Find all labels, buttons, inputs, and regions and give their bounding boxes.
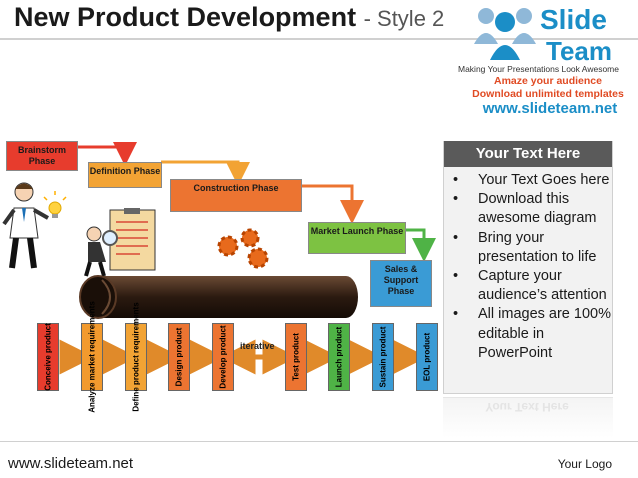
stage-launch-product: Launch product: [328, 323, 350, 391]
phase-construction: Construction Phase: [170, 179, 302, 212]
footer-logo-text: Your Logo: [557, 457, 612, 471]
businessman-idea-icon: [2, 182, 67, 269]
bullet-item: Download this awesome diagram: [448, 190, 612, 228]
phase-sales-support-label: Sales & Support Phase: [383, 264, 419, 296]
bullet-item: All images are 100% editable in PowerPoi…: [448, 305, 612, 363]
title-main: New Product Development: [14, 2, 357, 32]
text-panel-header: Your Text Here: [444, 141, 612, 167]
bullet-item: Your Text Goes here: [448, 171, 612, 190]
stage-eol-product: EOL product: [416, 323, 438, 391]
stage-design-product-label: Design product: [174, 327, 184, 387]
slideteam-logo: Slide Team Making Your Presentations Loo…: [458, 2, 638, 120]
clipboard-inspection-icon: [84, 208, 156, 277]
connector-4: [405, 228, 436, 262]
panel-reflection-text: Your Text Here: [485, 400, 569, 414]
connector-3: [300, 184, 364, 224]
phase-market-launch: Market Launch Phase: [308, 222, 406, 254]
stage-conceive-product: Conceive product: [37, 323, 59, 391]
stage-test-product-label: Test product: [291, 333, 301, 381]
logo-amaze-line: Amaze your audience: [494, 75, 602, 87]
stage-develop-product-label: Develop product: [218, 325, 228, 389]
panel-reflection: Your Text Here: [443, 397, 613, 438]
footer-url[interactable]: www.slideteam.net: [8, 455, 134, 472]
phase-sales-support: Sales & Support Phase: [370, 260, 432, 307]
logo-download-line: Download unlimited templates: [472, 88, 624, 100]
text-panel-bullets: Your Text Goes here Download this awesom…: [448, 171, 612, 363]
bottom-divider: [0, 441, 638, 442]
stage-design-product: Design product: [168, 323, 190, 391]
page-title: New Product Development - Style 2: [14, 2, 444, 33]
stage-analyze-market-label: Analyze market requirements: [87, 301, 97, 413]
logo-brand-slide: Slide: [540, 4, 607, 35]
connector-2: [161, 160, 250, 186]
stage-test-product: Test product: [285, 323, 307, 391]
stage-analyze-market: Analyze market requirements: [81, 301, 103, 413]
phase-brainstorm-label: Brainstorm Phase: [17, 145, 66, 166]
gears-icon: [217, 228, 269, 269]
stage-define-requirements-label: Define product requirements: [131, 302, 141, 412]
stage-eol-product-label: EOL product: [422, 332, 432, 382]
phase-market-launch-label: Market Launch Phase: [310, 226, 404, 236]
stage-conceive-product-label: Conceive product: [43, 323, 53, 391]
phase-definition-label: Definition Phase: [89, 166, 161, 176]
stage-sustain-product-label: Sustain product: [378, 326, 388, 388]
title-sub: - Style 2: [363, 6, 445, 31]
top-divider: [0, 38, 638, 40]
stage-develop-product: Develop product: [212, 323, 234, 391]
iterative-label: iterative: [240, 341, 275, 351]
team-people-icon: [474, 8, 536, 60]
phase-brainstorm: Brainstorm Phase: [6, 141, 78, 171]
stage-launch-product-label: Launch product: [334, 326, 344, 388]
logo-brand-team: Team: [546, 36, 612, 66]
phase-definition: Definition Phase: [88, 162, 162, 188]
stage-define-requirements: Define product requirements: [125, 302, 147, 412]
bullet-item: Bring your presentation to life: [448, 229, 612, 267]
bullet-item: Capture your audience’s attention: [448, 267, 612, 305]
phase-construction-label: Construction Phase: [193, 183, 279, 193]
logo-tagline: Making Your Presentations Look Awesome: [458, 64, 619, 74]
connector-1: [74, 142, 137, 166]
pipeline-cylinder: [79, 275, 358, 319]
stage-sustain-product: Sustain product: [372, 323, 394, 391]
logo-url: www.slideteam.net: [482, 100, 618, 117]
